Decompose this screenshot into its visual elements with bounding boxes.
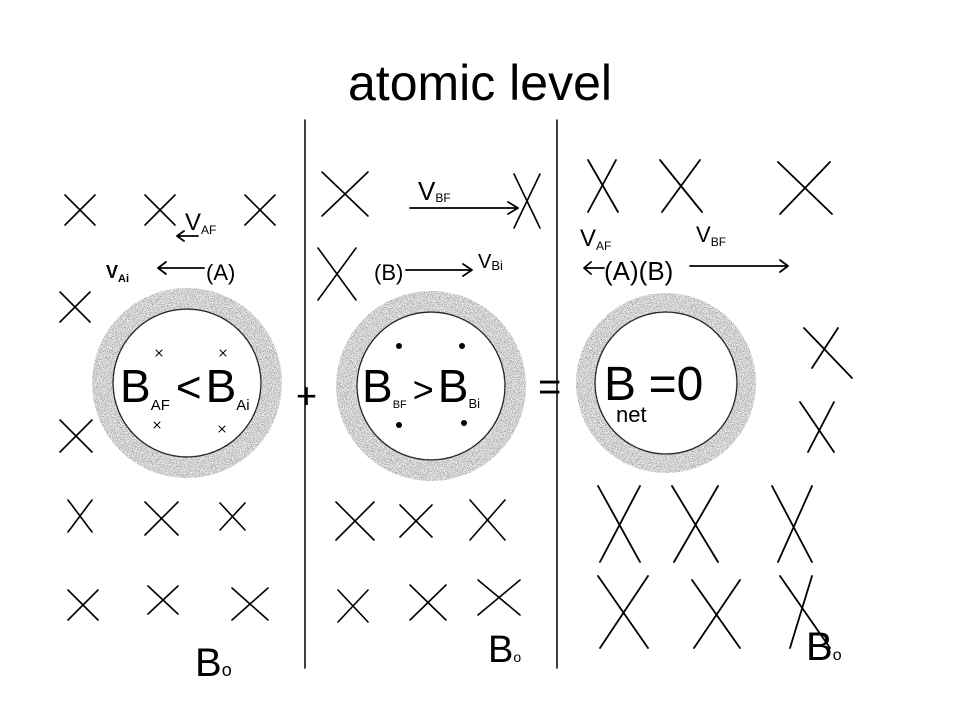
field-into-page-marks-left — [59, 194, 276, 621]
field-into-page-marks-right — [587, 159, 853, 649]
label-v-ai-left: VAi — [106, 262, 129, 285]
equals-sign: = — [538, 365, 561, 409]
small-x-marks-left — [153, 349, 227, 433]
arrow-middle-final — [409, 201, 519, 215]
atom-ring-left — [92, 288, 282, 478]
arrow-middle-initial — [405, 263, 473, 277]
page-title: atomic level — [348, 55, 612, 111]
particle-a-left: (A) — [206, 260, 235, 285]
atom-ring-middle — [336, 291, 526, 481]
label-v-bi-middle: VBi — [478, 251, 503, 273]
equation-middle: BBF>BBi — [362, 360, 480, 412]
field-out-of-page-dots-middle — [396, 343, 467, 428]
label-v-af-left: VAF — [185, 209, 216, 237]
arrow-left-initial — [157, 261, 205, 275]
atom-ring-right — [576, 293, 756, 473]
field-b0-middle: Bo — [488, 629, 521, 671]
label-v-bf-right: VBF — [696, 222, 726, 249]
particles-ab-right: (A)(B) — [604, 256, 673, 286]
field-b0-right: Bo — [806, 625, 842, 669]
label-v-af-right: VAF — [580, 225, 611, 253]
field-b0-left: Bo — [195, 641, 232, 685]
arrow-right-a-final — [583, 261, 605, 275]
plus-sign: + — [296, 375, 317, 416]
field-into-page-marks-middle — [317, 171, 541, 623]
arrow-right-b-final — [689, 259, 789, 273]
particle-b-middle: (B) — [374, 260, 403, 285]
label-v-bf-middle: VBF — [418, 176, 451, 206]
equation-left: BAF<BAi — [120, 360, 250, 414]
arrow-left-final — [176, 230, 199, 242]
